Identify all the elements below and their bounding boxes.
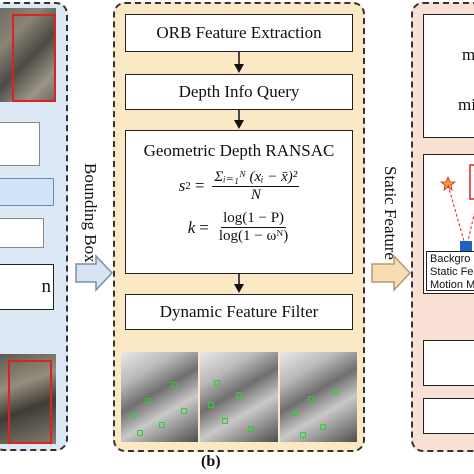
input-image-top bbox=[0, 8, 56, 102]
legend-line-1: Backgro bbox=[430, 253, 471, 265]
ransac-title: Geometric Depth RANSAC bbox=[143, 141, 335, 160]
feature-image bbox=[121, 352, 199, 442]
down-arrow-icon bbox=[234, 274, 244, 293]
formula2-denominator: log(1 − ωᴺ) bbox=[218, 228, 289, 244]
feature-image bbox=[279, 352, 357, 442]
legend-line-2: Static Fe bbox=[430, 266, 474, 278]
right-module-box-1 bbox=[423, 340, 474, 386]
formula2-lhs: k bbox=[187, 217, 196, 237]
orb-extraction-box: ORB Feature Extraction bbox=[125, 14, 353, 52]
left-panel: n bbox=[0, 2, 68, 451]
iteration-formula: k = log(1 − P) log(1 − ωᴺ) bbox=[187, 210, 289, 244]
feature-image-strip bbox=[121, 352, 357, 442]
formula1-numerator: Σᵢ₌₁ᴺ (xᵢ − x̄)² bbox=[212, 169, 300, 187]
orb-extraction-label: ORB Feature Extraction bbox=[156, 23, 322, 42]
right-panel: mi mi Backgro Static Fe Motion M bbox=[411, 2, 474, 452]
static-feature-label-wrap: Static Feature bbox=[380, 166, 400, 316]
output-image-bottom bbox=[0, 354, 56, 444]
scene-illustration-box: Backgro Static Fe Motion M bbox=[423, 154, 474, 294]
optimization-text-1: mi bbox=[462, 45, 474, 64]
formula1-denominator: N bbox=[250, 187, 261, 203]
dynamic-filter-box: Dynamic Feature Filter bbox=[125, 294, 353, 330]
dynamic-filter-label: Dynamic Feature Filter bbox=[159, 302, 319, 321]
network-block-2 bbox=[0, 178, 54, 206]
formula2-numerator: log(1 − P) bbox=[221, 210, 287, 228]
center-panel: ORB Feature Extraction Depth Info Query … bbox=[113, 2, 365, 452]
down-arrow-icon bbox=[234, 110, 244, 129]
bounding-box-label-wrap: Bounding Box bbox=[80, 163, 100, 323]
depth-query-label: Depth Info Query bbox=[178, 82, 300, 101]
right-module-box-2 bbox=[423, 398, 474, 434]
optimization-text-2: mi bbox=[458, 95, 474, 114]
network-block-3 bbox=[0, 218, 44, 248]
arrow-left-to-center-icon bbox=[75, 254, 114, 292]
network-block-1 bbox=[0, 122, 40, 166]
panel-caption: (b) bbox=[201, 453, 221, 470]
left-module-box: n bbox=[0, 264, 54, 310]
legend-box: Backgro Static Fe Motion M bbox=[426, 251, 474, 291]
person-bounding-box bbox=[12, 14, 56, 102]
arrow-center-to-right-icon bbox=[371, 254, 412, 292]
depth-query-box: Depth Info Query bbox=[125, 74, 353, 110]
formula1-lhs: s bbox=[178, 175, 186, 195]
left-module-text: n bbox=[41, 276, 52, 297]
formula1-sup: 2 bbox=[185, 179, 191, 192]
camera-scene-icon bbox=[439, 164, 474, 251]
bounding-box-label: Bounding Box bbox=[81, 163, 100, 263]
static-feature-label: Static Feature bbox=[381, 166, 400, 260]
down-arrow-icon bbox=[234, 52, 244, 73]
feature-image bbox=[200, 352, 278, 442]
legend-line-3: Motion M bbox=[430, 279, 474, 291]
optimization-box: mi mi bbox=[423, 14, 474, 138]
person-bounding-box bbox=[8, 360, 52, 444]
